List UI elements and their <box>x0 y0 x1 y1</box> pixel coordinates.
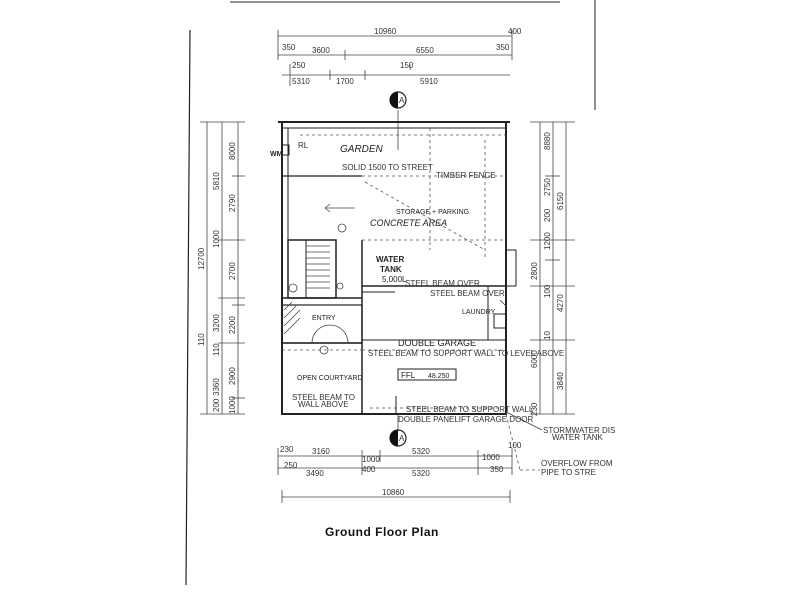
dim-left-a: 5810 <box>212 172 221 190</box>
label-rl: RL <box>298 141 309 150</box>
section-marker-top-label: A <box>399 96 405 105</box>
dim-bot-total: 10860 <box>382 488 405 497</box>
note-roller-door: DOUBLE PANELIFT GARAGE DOOR <box>398 415 534 424</box>
right-dimensions: 8880 2750 6150 200 1200 2800 4270 6000 3… <box>530 121 575 416</box>
dim-left-d: 2700 <box>228 262 237 280</box>
room-water-tank-3: 5,000L <box>382 275 407 284</box>
note-steel-beam: STEEL BEAM OVER <box>405 279 480 288</box>
room-garden: GARDEN <box>340 144 384 155</box>
label-ffl-value: 48.250 <box>428 373 450 380</box>
dim-right-h: 6000 <box>530 350 539 368</box>
section-marker-top: A <box>389 91 407 150</box>
bottom-dimensions: 230 3160 1000 5320 1000 250 3490 400 532… <box>277 441 522 503</box>
dim-top-d3: 5910 <box>420 77 438 86</box>
room-water-tank: WATER <box>376 255 405 264</box>
dim-right-a: 8880 <box>543 132 552 150</box>
dim-left-m: 110 <box>197 333 206 346</box>
note-stormwater-2: WATER TANK <box>552 433 603 442</box>
dim-left-j: 200 <box>212 398 221 412</box>
section-marker-bottom-label: A <box>399 434 405 443</box>
dim-bot-j: 350 <box>490 465 504 474</box>
dim-left-h: 3360 <box>212 378 221 396</box>
dim-top-d1: 5310 <box>292 77 310 86</box>
right-notes: STORMWATER DIS WATER TANK OVERFLOW FROM … <box>505 411 615 477</box>
dim-top-total: 10960 <box>374 27 397 36</box>
room-laundry: LAUNDRY <box>462 309 496 316</box>
label-ffl: FFL <box>401 371 416 380</box>
left-dimensions: 12700 5810 8000 2790 2700 1000 3200 2200… <box>197 121 245 415</box>
dim-top-right: 350 <box>496 43 510 52</box>
dim-top-left: 350 <box>282 43 296 52</box>
left-page-border <box>185 29 191 586</box>
dim-bot-f: 250 <box>284 461 298 470</box>
note-steel-beam-2: STEEL BEAM OVER <box>430 289 505 298</box>
dim-right-k: 10 <box>543 331 552 340</box>
dim-bot-i: 5320 <box>412 469 430 478</box>
top-dimensions: 10960 400 350 3600 6550 350 250 150 5310… <box>277 27 522 86</box>
room-entry: ENTRY <box>312 315 336 322</box>
dim-right-l: 230 <box>530 402 539 416</box>
note-courtyard: STEEL BEAM TO <box>292 393 355 402</box>
note-overflow-2: PIPE TO STRE <box>541 468 596 477</box>
dim-left-i: 2900 <box>228 367 237 385</box>
plan-title: Ground Floor Plan <box>325 525 439 539</box>
section-marker-bottom: A <box>389 414 407 447</box>
dim-right-c: 6150 <box>556 192 565 210</box>
dim-bot-k: 100 <box>508 441 522 450</box>
dim-left-k: 1000 <box>228 396 237 414</box>
room-water-tank-2: TANK <box>380 265 402 274</box>
note-courtyard-2: WALL ABOVE <box>298 400 349 409</box>
dim-left-g: 2200 <box>228 316 237 334</box>
room-labels: GARDEN SOLID 1500 TO STREET TIMBER FENCE… <box>270 141 564 424</box>
room-open-courtyard: OPEN COURTYARD <box>297 375 362 382</box>
note-fence-top2: TIMBER FENCE <box>436 171 496 180</box>
room-concrete-area: CONCRETE AREA <box>370 218 447 228</box>
dim-left-l: 110 <box>212 343 221 356</box>
room-double-garage: DOUBLE GARAGE <box>398 338 476 348</box>
label-water-meter: WM <box>270 151 283 158</box>
dim-top-a: 3600 <box>312 46 330 55</box>
note-stormwater: STORMWATER DIS <box>543 426 615 435</box>
note-fence-top: SOLID 1500 TO STREET <box>342 163 433 172</box>
building-outline <box>278 121 517 415</box>
dim-top-c1: 250 <box>292 61 306 70</box>
dim-bot-h: 400 <box>362 465 376 474</box>
dim-top-c2: 150 <box>400 61 414 70</box>
dim-right-d: 200 <box>543 208 552 222</box>
dim-right-j: 100 <box>543 284 552 298</box>
dim-right-b: 2750 <box>543 178 552 196</box>
dim-top-b: 6550 <box>416 46 434 55</box>
dim-bot-b: 3160 <box>312 447 330 456</box>
dim-left-f: 3200 <box>212 314 221 332</box>
room-storage: STORAGE + PARKING <box>396 209 469 216</box>
dim-right-e: 1200 <box>543 232 552 250</box>
note-steel-beam-garage: STEEL BEAM TO SUPPORT WALL TO LEVEL ABOV… <box>368 349 564 358</box>
dim-left-total: 12700 <box>197 247 206 270</box>
dim-right-g: 4270 <box>556 294 565 312</box>
dim-bot-a: 230 <box>280 445 294 454</box>
dim-bot-g: 3490 <box>306 469 324 478</box>
note-overflow: OVERFLOW FROM <box>541 459 613 468</box>
dim-left-c: 8000 <box>228 142 237 160</box>
dim-bot-d: 5320 <box>412 447 430 456</box>
dim-left-e: 1000 <box>212 230 221 248</box>
note-steel-beam-bottom: STEEL BEAM TO SUPPORT WALL <box>406 405 534 414</box>
dim-top-extra: 400 <box>508 27 522 36</box>
dim-top-d2: 1700 <box>336 77 354 86</box>
dim-right-i: 3840 <box>556 372 565 390</box>
dim-left-b: 2790 <box>228 194 237 212</box>
dim-bot-c: 1000 <box>362 455 380 464</box>
dim-right-f: 2800 <box>530 262 539 280</box>
dim-bot-e: 1000 <box>482 453 500 462</box>
